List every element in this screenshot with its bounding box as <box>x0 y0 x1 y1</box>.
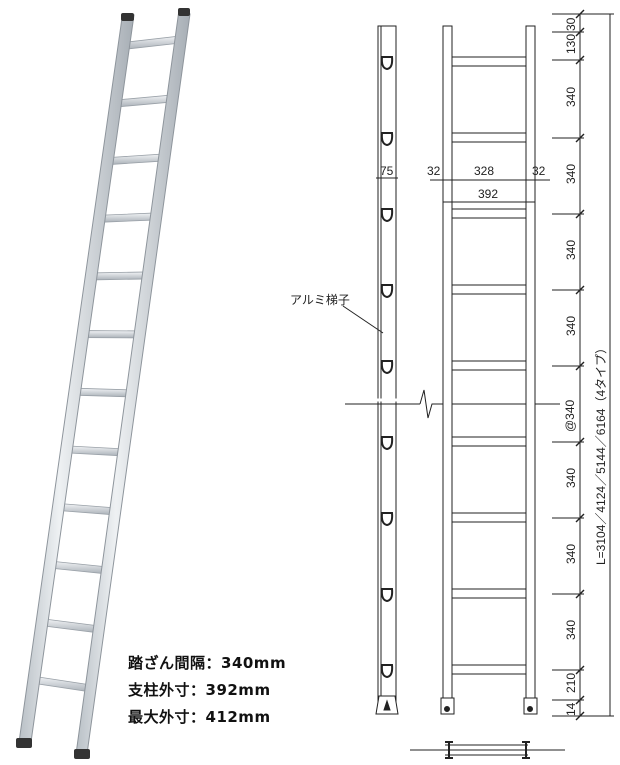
ladder-photo-right-rail <box>75 9 191 755</box>
front-view-left-rail <box>442 25 453 715</box>
break-pitch: @340 <box>563 399 577 432</box>
height-segment-label: 340 <box>564 620 578 640</box>
material-label: アルミ梯子 <box>290 293 350 307</box>
side-view-break-line <box>345 389 560 419</box>
side-view-rung-hole <box>380 284 394 299</box>
material-leader <box>342 305 384 334</box>
front-inner-width: 328 <box>474 164 494 178</box>
front-view-rung <box>451 132 527 143</box>
height-segment-label: 130 <box>564 34 578 54</box>
height-segment-label: 30 <box>564 17 578 31</box>
front-right-offset: 32 <box>532 164 546 178</box>
spec-tread-spacing: 踏ざん間隔：340mm <box>128 654 287 672</box>
side-view-rung-hole <box>380 360 394 375</box>
front-view-rung <box>451 56 527 67</box>
ladder-photo-left-rail <box>18 14 135 743</box>
height-dimensions <box>552 9 614 721</box>
height-segment-label: 14 <box>564 702 578 716</box>
front-left-offset: 32 <box>427 164 441 178</box>
front-view <box>410 25 565 759</box>
side-view-rung-hole <box>380 436 394 451</box>
side-view-rung-hole <box>380 208 394 223</box>
front-view-right-rail <box>525 25 536 715</box>
total-length: L=3104／4124／5144／6164（4タイプ） <box>594 342 608 565</box>
height-segment-label: 340 <box>564 87 578 107</box>
side-view-rung-hole <box>380 56 394 71</box>
height-segment-label: 340 <box>564 544 578 564</box>
height-segment-label: 340 <box>564 468 578 488</box>
side-rail-width: 75 <box>380 164 394 178</box>
ladder-photo-top-cap-right <box>178 8 190 16</box>
front-view-rung <box>451 360 527 371</box>
ladder-photo-top-cap-left <box>121 13 134 21</box>
ladder-photo-foot-right <box>74 749 90 759</box>
height-segment-label: 340 <box>564 240 578 260</box>
front-view-rung <box>451 208 527 219</box>
front-view-rung <box>451 284 527 295</box>
side-view-rung-hole <box>380 664 394 679</box>
spec-max-outer: 最大外寸：412mm <box>128 708 271 726</box>
ladder-photo <box>16 8 191 759</box>
side-view-rung-hole <box>380 588 394 603</box>
height-segment-label: 210 <box>564 673 578 693</box>
side-view <box>342 25 560 715</box>
side-view-rung-hole <box>380 512 394 527</box>
side-view-rung-hole <box>380 132 394 147</box>
height-segment-label: 340 <box>564 316 578 336</box>
spec-rail-outer: 支柱外寸：392mm <box>128 681 271 699</box>
front-view-rung <box>451 588 527 599</box>
height-segment-label: 340 <box>564 164 578 184</box>
ladder-photo-foot-left <box>16 738 32 748</box>
front-outer-width: 392 <box>478 187 498 201</box>
front-view-rung <box>451 664 527 675</box>
front-view-rung <box>451 512 527 523</box>
front-view-rung <box>451 436 527 447</box>
